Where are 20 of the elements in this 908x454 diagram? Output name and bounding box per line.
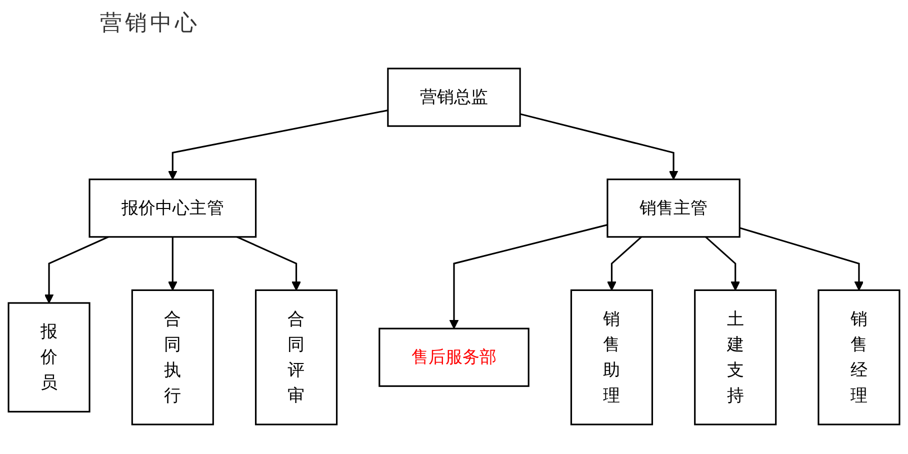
node-box: 售后服务部 [378,328,530,387]
node-box: 报价中心主管 [88,178,257,238]
arrow [705,236,740,291]
arrow [449,224,608,329]
arrow [739,227,864,291]
diagram-title: 营销中心 [100,10,200,38]
arrow [44,236,109,304]
node-box: 土建支持 [694,289,777,426]
node-box: 营销总监 [387,68,521,127]
arrow [168,236,178,291]
node-box: 销售主管 [606,178,740,238]
arrow [236,236,301,291]
node-box: 销售助理 [570,289,654,426]
arrow [607,236,642,291]
arrow [168,110,388,180]
arrow [520,113,678,180]
node-box: 合同评审 [254,289,338,426]
node-box: 报价员 [8,302,90,412]
node-box: 销售经理 [818,289,900,426]
node-box: 合同执行 [131,289,214,426]
